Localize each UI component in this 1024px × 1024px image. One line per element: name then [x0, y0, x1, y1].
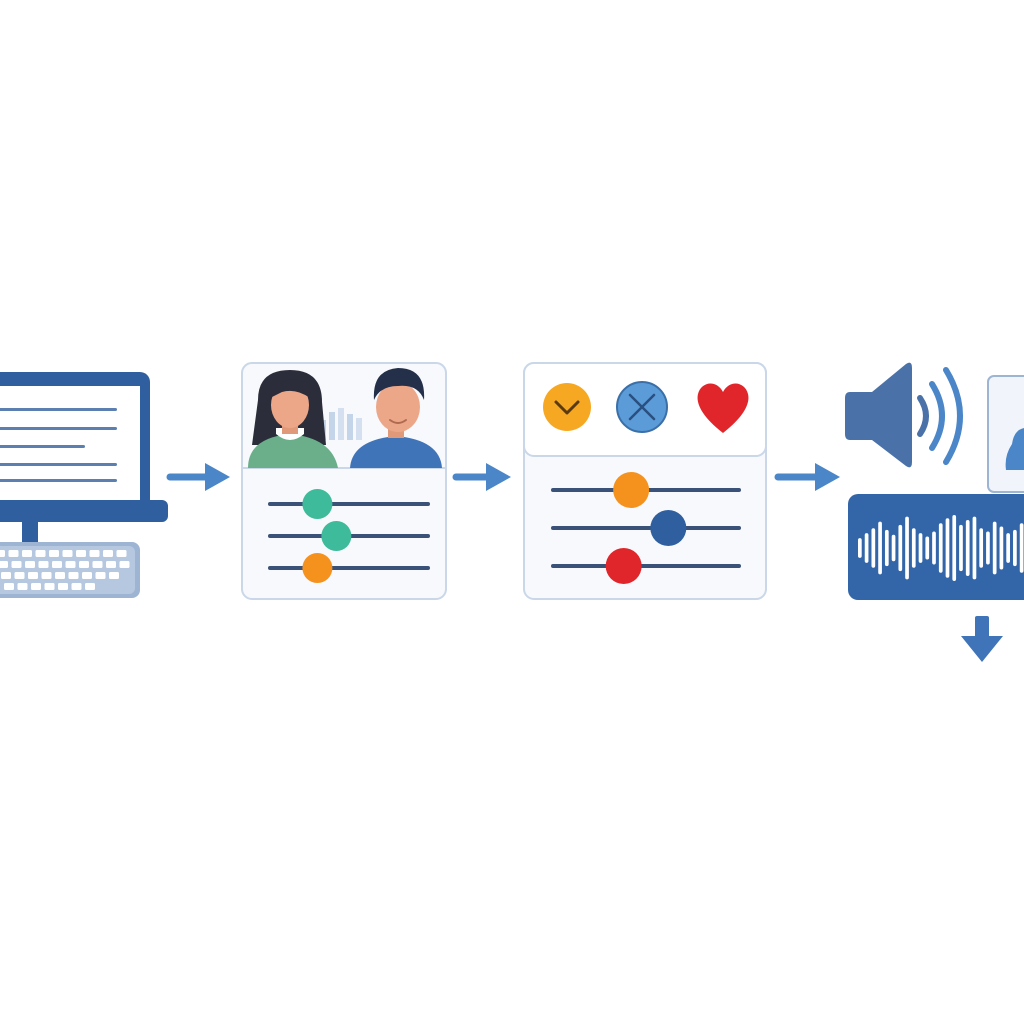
waveform-bar	[952, 515, 957, 581]
keyboard-key	[65, 561, 76, 568]
keyboard-key	[82, 572, 92, 579]
keyboard-key	[71, 583, 82, 590]
keyboard-key	[106, 561, 116, 568]
voice-profile-card	[987, 375, 1024, 493]
keyboard-key	[0, 561, 8, 568]
waveform-bar	[965, 519, 970, 577]
waveform-bar	[911, 528, 916, 568]
keyboard-key	[49, 550, 59, 557]
keyboard-key	[11, 561, 22, 568]
flow-arrow-1	[166, 463, 230, 491]
keyboard-key	[62, 550, 73, 557]
keyboard-key	[28, 572, 38, 579]
keyboard-key	[95, 572, 106, 579]
keyboard-key	[85, 583, 95, 590]
keyboard-key	[79, 561, 89, 568]
keyboard-key	[35, 550, 46, 557]
audio-output	[845, 362, 1024, 662]
keyboard-key	[41, 572, 52, 579]
keyboard-key	[38, 561, 49, 568]
waveform-bar	[891, 534, 896, 562]
keyboard-key	[55, 572, 65, 579]
waveform-bar	[1006, 533, 1011, 563]
voice-selection-panel	[241, 362, 447, 600]
keyboard-key	[31, 583, 41, 590]
slider-knob[interactable]	[650, 510, 687, 546]
waveform-bar	[932, 531, 936, 565]
waveform-bar	[945, 518, 950, 578]
desktop-computer-icon	[0, 372, 168, 598]
waveform-bar	[878, 521, 882, 575]
keyboard-key	[89, 550, 100, 557]
waveform-bar	[858, 538, 862, 558]
waveform-bar	[1013, 529, 1017, 567]
check-icon	[543, 383, 591, 431]
voice-slider-group	[268, 489, 430, 583]
flow-arrow-2	[452, 463, 511, 491]
slider-knob[interactable]	[302, 489, 333, 519]
keyboard-key	[116, 550, 127, 557]
keyboard-key	[52, 561, 62, 568]
monitor-stand	[22, 522, 38, 544]
slider-knob[interactable]	[302, 553, 333, 583]
waveform-bar	[898, 524, 903, 572]
keyboard-key	[4, 583, 14, 590]
monitor-screen	[0, 386, 140, 500]
waveform-bar	[992, 521, 997, 575]
slider-knob[interactable]	[321, 521, 352, 551]
flow-arrow-3	[774, 463, 840, 491]
keyboard-key	[22, 550, 32, 557]
keyboard-key	[68, 572, 79, 579]
keyboard-key	[1, 572, 11, 579]
cross-icon	[616, 381, 668, 433]
waveform-bar	[884, 529, 889, 567]
keyboard-key	[92, 561, 103, 568]
emotion-tuning-panel	[523, 362, 767, 600]
waveform-bar	[999, 526, 1004, 570]
keyboard-icon	[0, 542, 140, 598]
keyboard-key	[44, 583, 55, 590]
waveform-bar	[979, 528, 984, 568]
waveform-bar	[918, 533, 923, 563]
waveform-bar	[972, 516, 977, 580]
emotion-slider-group	[551, 472, 741, 584]
text-lines	[0, 408, 117, 482]
keyboard-key	[103, 550, 113, 557]
download-arrow-icon	[961, 616, 1003, 662]
waveform-bar	[864, 533, 869, 563]
keyboard-key	[0, 550, 5, 557]
waveform-bar	[1019, 523, 1024, 573]
waveform-bar	[938, 523, 943, 573]
waveform-bar	[986, 531, 990, 565]
keyboard-key	[17, 583, 28, 590]
waveform-bar	[925, 536, 930, 560]
slider-knob[interactable]	[613, 472, 650, 508]
female-avatar-icon	[248, 370, 338, 468]
keyboard-key	[109, 572, 119, 579]
keyboard-key	[76, 550, 86, 557]
keyboard-key	[119, 561, 130, 568]
waveform-bar	[959, 524, 963, 572]
waveform-bar	[871, 528, 876, 568]
speaker-icon	[845, 362, 963, 468]
keyboard-key	[58, 583, 68, 590]
keyboard-key	[8, 550, 19, 557]
monitor-base	[0, 500, 168, 522]
waveform-panel	[848, 494, 1024, 600]
slider-knob[interactable]	[605, 548, 642, 584]
waveform-bar	[905, 516, 909, 580]
heart-icon	[697, 383, 749, 433]
audio-waveform	[858, 515, 1024, 581]
keyboard-key	[25, 561, 35, 568]
keyboard-key	[14, 572, 25, 579]
male-avatar-icon	[350, 368, 442, 468]
